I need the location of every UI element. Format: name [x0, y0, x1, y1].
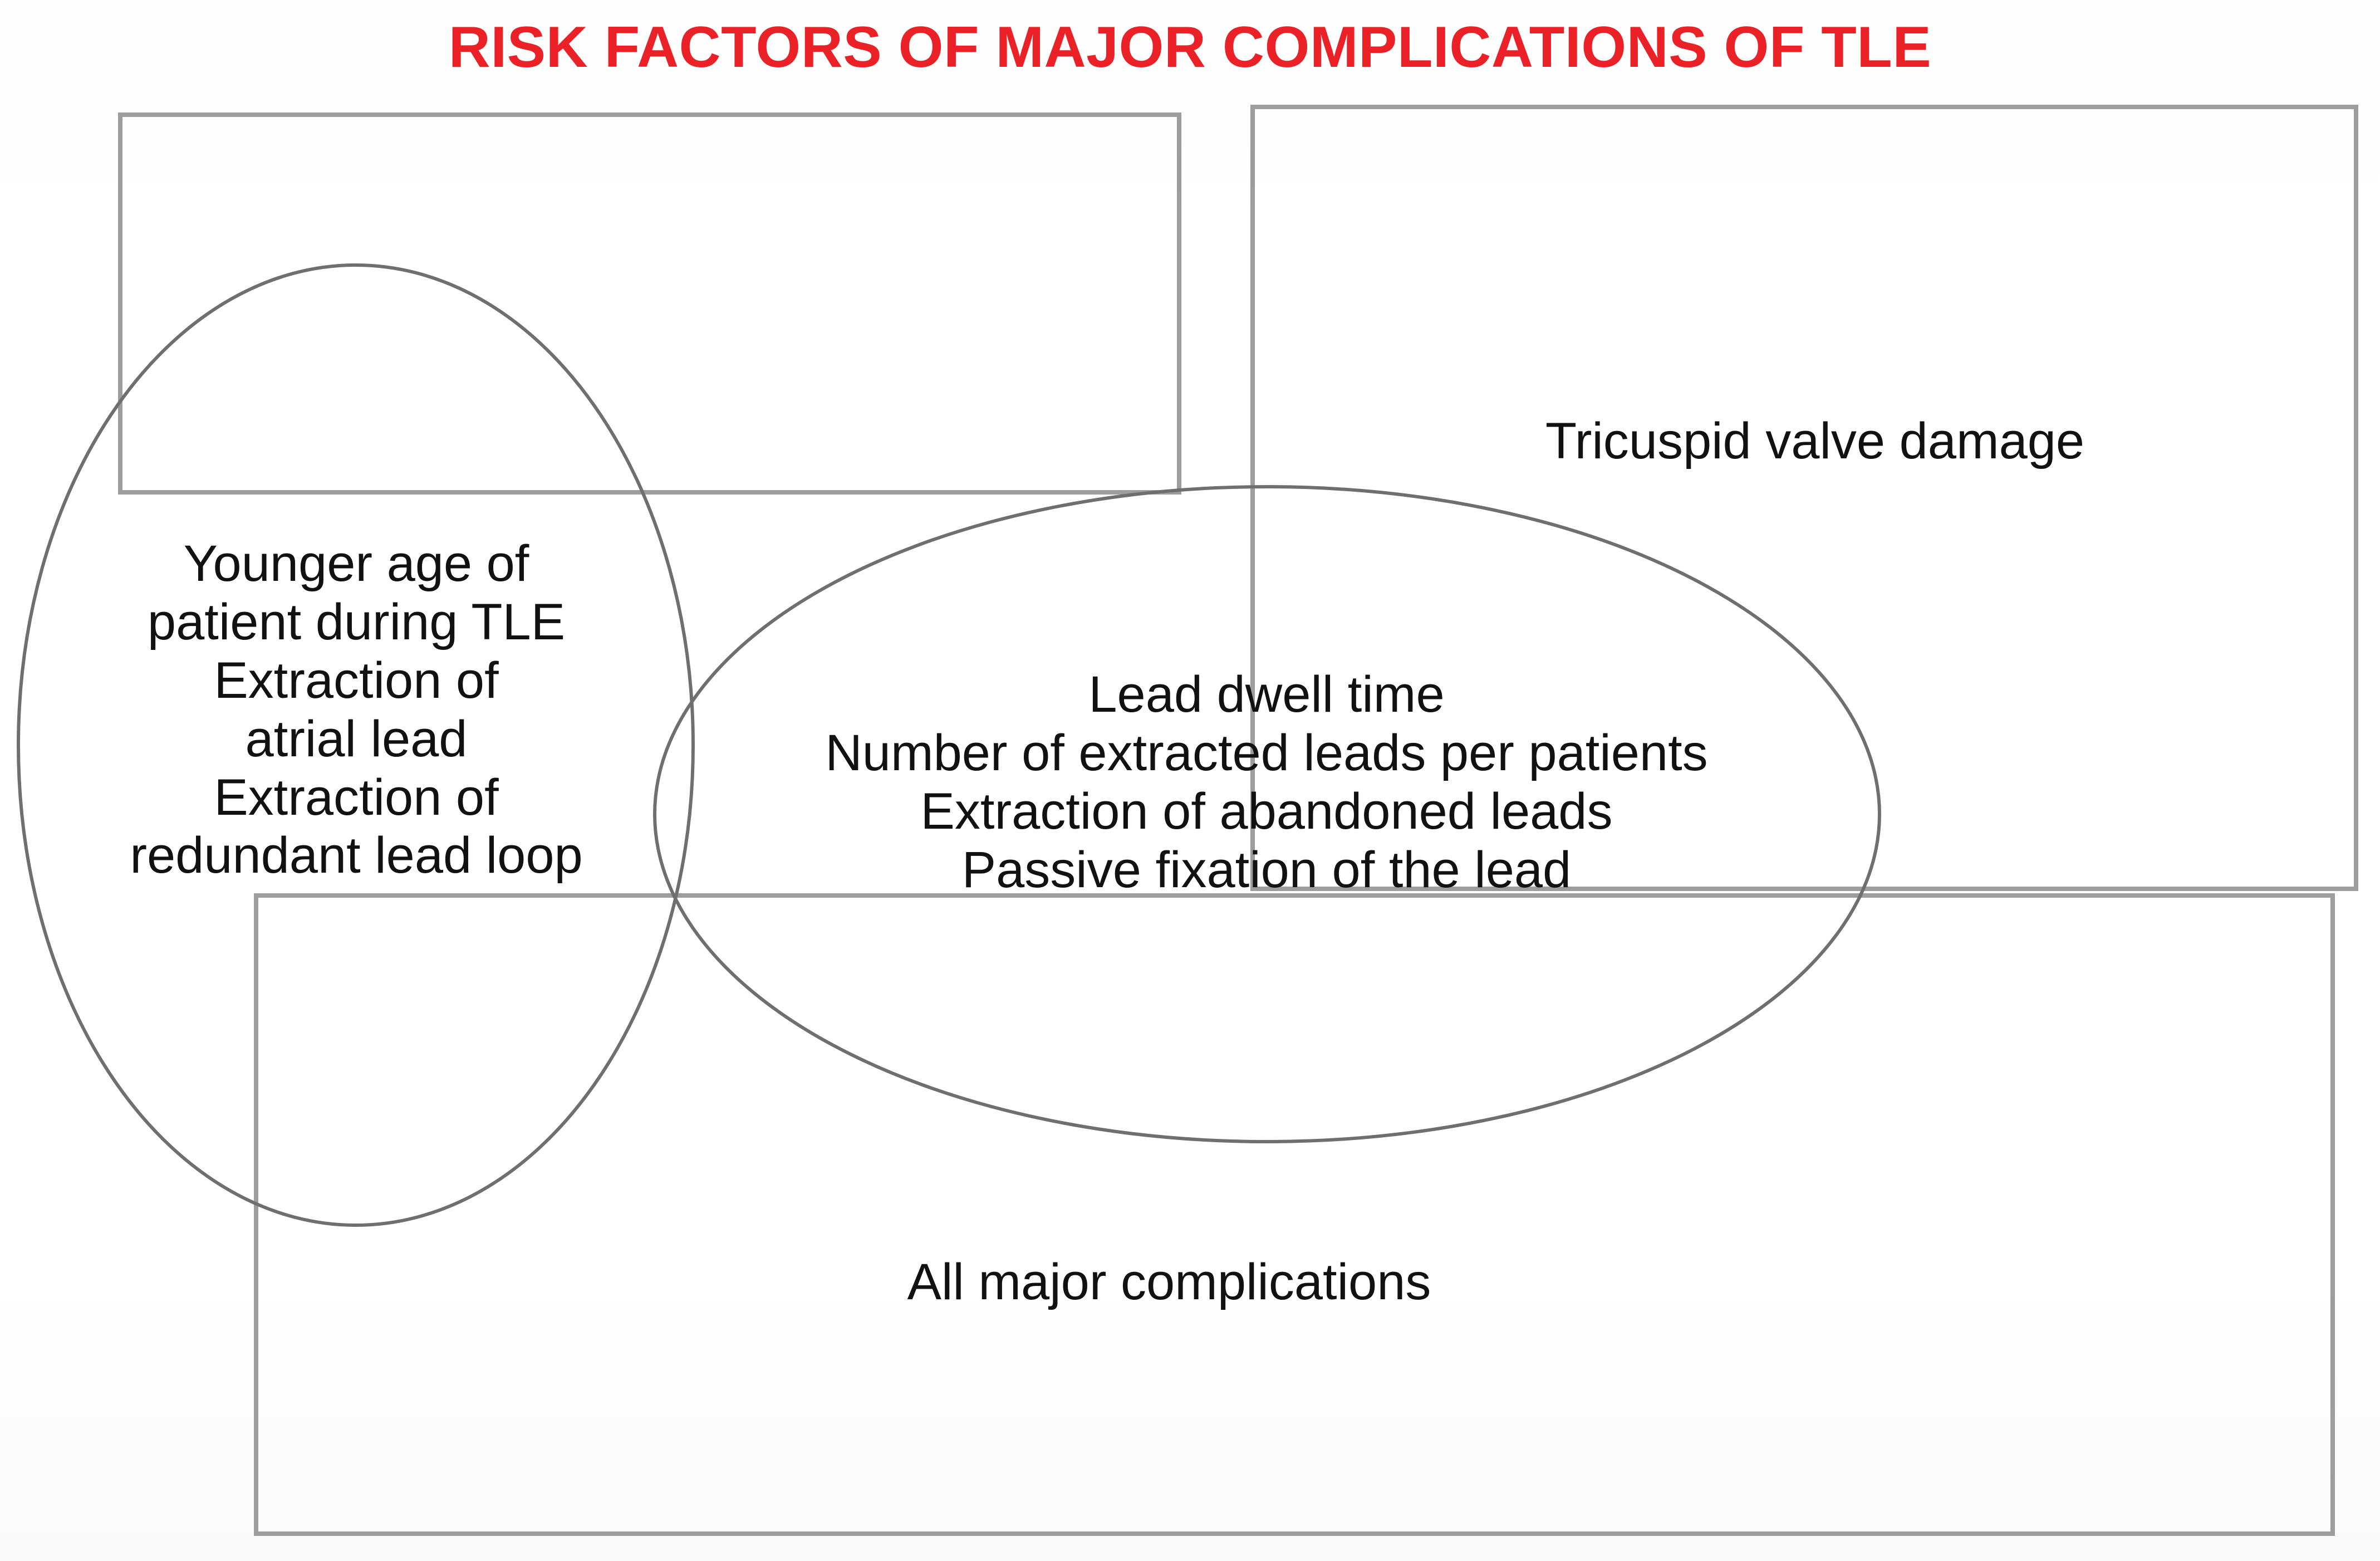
center-ellipse-label: Lead dwell time Number of extracted lead… [825, 666, 1708, 898]
center-ellipse[interactable] [653, 485, 1881, 1143]
tricuspid-valve-damage-label: Tricuspid valve damage [1545, 413, 2085, 469]
all-major-complications-rectangle[interactable] [254, 893, 2335, 1536]
tricuspid-valve-damage-rectangle[interactable] [1250, 105, 2358, 891]
left-ellipse[interactable] [17, 263, 695, 1227]
page-title: RISK FACTORS OF MAJOR COMPLICATIONS OF T… [448, 15, 1932, 80]
left-ellipse-label: Younger age of patient during TLE Extrac… [130, 535, 583, 884]
top-left-rectangle[interactable] [118, 112, 1181, 495]
all-major-complications-label: All major complications [907, 1254, 1431, 1310]
